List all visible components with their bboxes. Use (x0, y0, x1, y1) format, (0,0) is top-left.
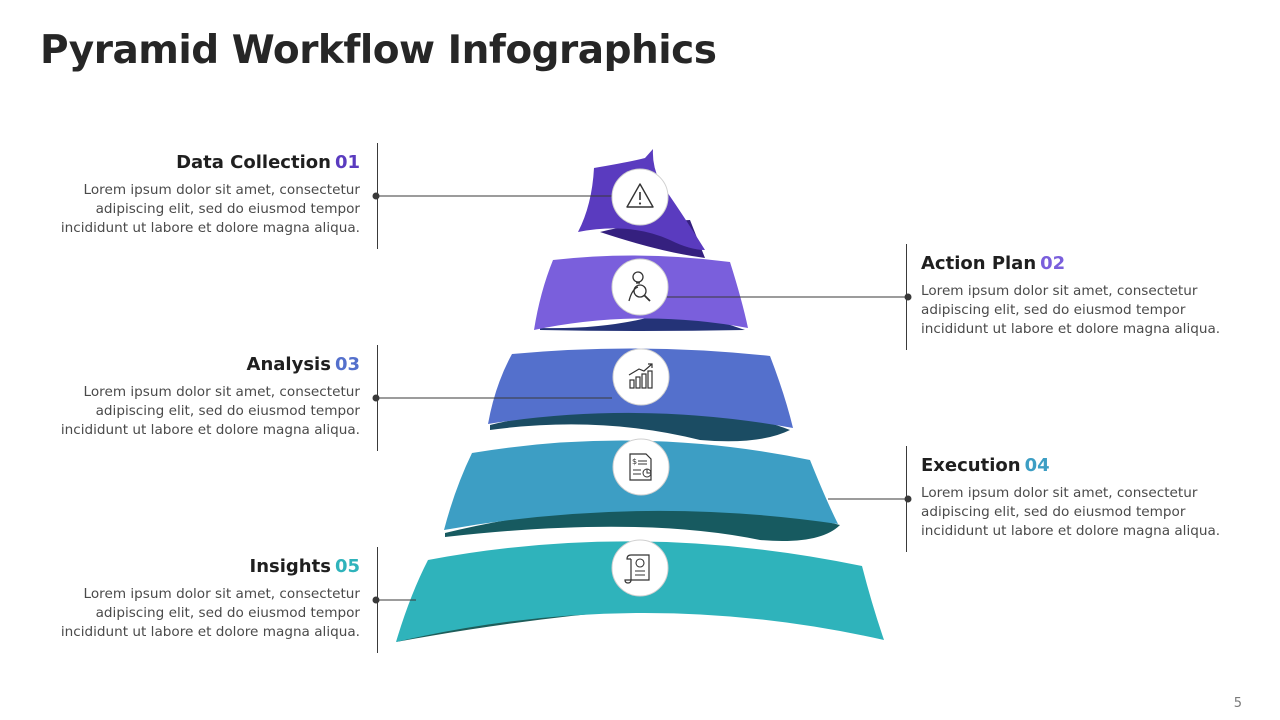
separator-2 (906, 244, 907, 350)
step-number: 02 (1040, 253, 1066, 274)
separator-1 (377, 143, 378, 249)
money-scroll-icon (611, 539, 669, 597)
step-number: 01 (334, 152, 360, 173)
page-title: Pyramid Workflow Infographics (40, 28, 717, 73)
warning-icon (611, 168, 669, 226)
step-body: Lorem ipsum dolor sit amet, consectetur … (921, 283, 1221, 337)
step-label: Insights (249, 556, 331, 577)
separator-3 (377, 345, 378, 451)
step-label: Execution (921, 455, 1021, 476)
step-body: Lorem ipsum dolor sit amet, consectetur … (60, 586, 360, 640)
step-body: Lorem ipsum dolor sit amet, consectetur … (921, 485, 1221, 539)
separator-5 (377, 547, 378, 653)
report-document-icon: $ (612, 438, 670, 496)
connector-1 (372, 192, 612, 200)
bar-chart-growth-icon (612, 348, 670, 406)
page-number: 5 (1233, 696, 1242, 711)
ribbon-back-4 (445, 505, 840, 541)
step-label: Analysis (246, 354, 331, 375)
step-body: Lorem ipsum dolor sit amet, consectetur … (60, 182, 360, 236)
step-label: Action Plan (921, 253, 1037, 274)
step-number: 03 (334, 354, 360, 375)
step-number: 05 (334, 556, 360, 577)
idea-search-icon (611, 258, 669, 316)
connector-4 (828, 495, 912, 503)
svg-text:$: $ (632, 457, 637, 466)
step-body: Lorem ipsum dolor sit amet, consectetur … (60, 384, 360, 438)
step-label: Data Collection (176, 152, 331, 173)
separator-4 (906, 446, 907, 552)
step-number: 04 (1024, 455, 1050, 476)
